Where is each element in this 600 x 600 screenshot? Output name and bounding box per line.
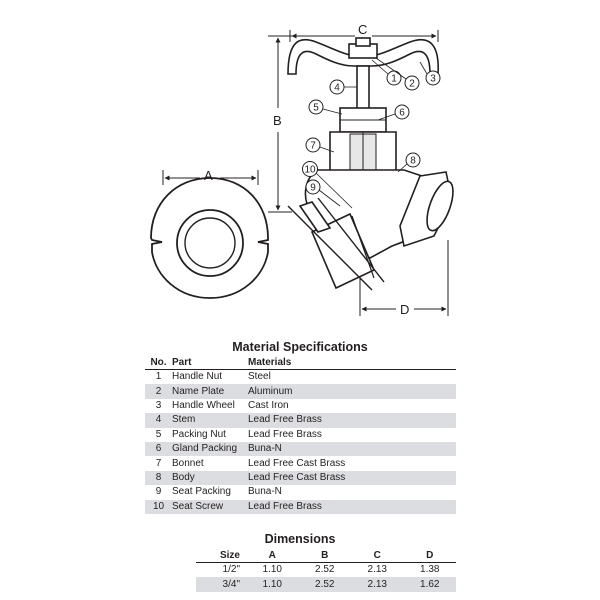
row-part: Handle Nut (172, 371, 223, 383)
svg-text:5: 5 (313, 103, 319, 114)
header-c: C (351, 548, 404, 563)
row-number: 1 (155, 371, 162, 383)
row-number: 3 (155, 399, 162, 411)
row-a: 1.10 (262, 564, 282, 576)
header-a: A (246, 548, 299, 563)
dimension-c-label: C (358, 22, 367, 37)
svg-text:8: 8 (410, 156, 416, 167)
table-row: 1/2" 1.10 2.52 2.13 1.38 (196, 563, 456, 578)
row-part: Packing Nut (172, 428, 226, 440)
row-material: Buna-N (248, 486, 282, 498)
callout-7: 7 (305, 137, 335, 153)
row-part: Name Plate (172, 384, 248, 399)
row-number: 4 (145, 413, 172, 428)
row-material: Steel (248, 371, 271, 383)
header-materials: Materials (248, 355, 456, 370)
row-part: Handle Wheel (172, 399, 235, 411)
valve-section-view (287, 37, 454, 291)
header-d: D (403, 548, 456, 563)
row-material: Buna-N (248, 441, 456, 457)
table-row: 5 Packing Nut Lead Free Brass (145, 428, 456, 442)
header-b: B (298, 548, 351, 563)
material-specifications-title: Material Specifications (232, 340, 368, 354)
callout-3: 3 (419, 61, 441, 86)
dimension-a (162, 170, 259, 185)
row-part: Seat Screw (172, 499, 248, 514)
row-a: 1.10 (246, 577, 299, 592)
row-material: Lead Free Cast Brass (248, 457, 346, 469)
row-c: 2.13 (351, 577, 404, 592)
flange-top-view (150, 177, 269, 299)
row-material: Lead Free Brass (248, 428, 322, 440)
row-number: 8 (145, 470, 172, 486)
callout-4: 4 (329, 79, 357, 95)
row-number: 2 (145, 384, 172, 399)
callout-9: 9 (305, 179, 341, 207)
valve-technical-drawing: A B C D (150, 22, 454, 317)
table-row: 7 Bonnet Lead Free Cast Brass (145, 456, 456, 470)
row-material: Lead Free Brass (248, 499, 456, 514)
svg-text:10: 10 (304, 165, 316, 176)
callout-6: 6 (377, 104, 410, 121)
dimension-b-label: B (273, 113, 282, 128)
svg-text:9: 9 (310, 183, 316, 194)
dimension-d-label: D (400, 302, 409, 317)
row-number: 5 (155, 428, 162, 440)
row-b: 2.52 (298, 577, 351, 592)
table-row: 3 Handle Wheel Cast Iron (145, 399, 456, 413)
row-number: 6 (145, 441, 172, 457)
callout-8: 8 (397, 152, 421, 173)
svg-text:7: 7 (310, 141, 316, 152)
row-material: Lead Free Brass (248, 413, 456, 428)
row-d: 1.62 (403, 577, 456, 592)
row-number: 9 (155, 486, 162, 498)
dimensions-title: Dimensions (264, 532, 336, 546)
svg-text:1: 1 (391, 74, 397, 85)
row-c: 2.13 (367, 564, 387, 576)
svg-text:2: 2 (409, 79, 415, 90)
row-number: 7 (155, 457, 162, 469)
dimension-b (268, 35, 292, 213)
row-size: 1/2" (222, 564, 240, 576)
dimension-c (289, 30, 439, 42)
row-size: 3/4" (196, 577, 246, 592)
row-part: Bonnet (172, 457, 204, 469)
row-part: Seat Packing (172, 486, 231, 498)
svg-text:6: 6 (399, 108, 405, 119)
svg-text:3: 3 (430, 74, 436, 85)
callout-5: 5 (308, 99, 343, 115)
row-b: 2.52 (315, 564, 335, 576)
header-size: Size (196, 548, 246, 563)
callout-10: 10 (302, 161, 353, 209)
callout-2: 2 (375, 57, 420, 91)
table-header-row: No. Part Materials (145, 355, 456, 370)
svg-text:4: 4 (334, 83, 340, 94)
header-no: No. (145, 355, 172, 370)
row-part: Body (172, 470, 248, 486)
table-header-row: Size A B C D (196, 548, 456, 563)
table-row: 9 Seat Packing Buna-N (145, 485, 456, 499)
row-number: 10 (145, 499, 172, 514)
row-part: Stem (172, 413, 248, 428)
row-d: 1.38 (420, 564, 440, 576)
row-part: Gland Packing (172, 441, 248, 457)
row-material: Lead Free Cast Brass (248, 470, 456, 486)
header-part: Part (172, 355, 248, 370)
dimension-a-label: A (204, 168, 213, 183)
table-row: 1 Handle Nut Steel (145, 370, 456, 385)
row-material: Aluminum (248, 384, 456, 399)
row-material: Cast Iron (248, 399, 289, 411)
